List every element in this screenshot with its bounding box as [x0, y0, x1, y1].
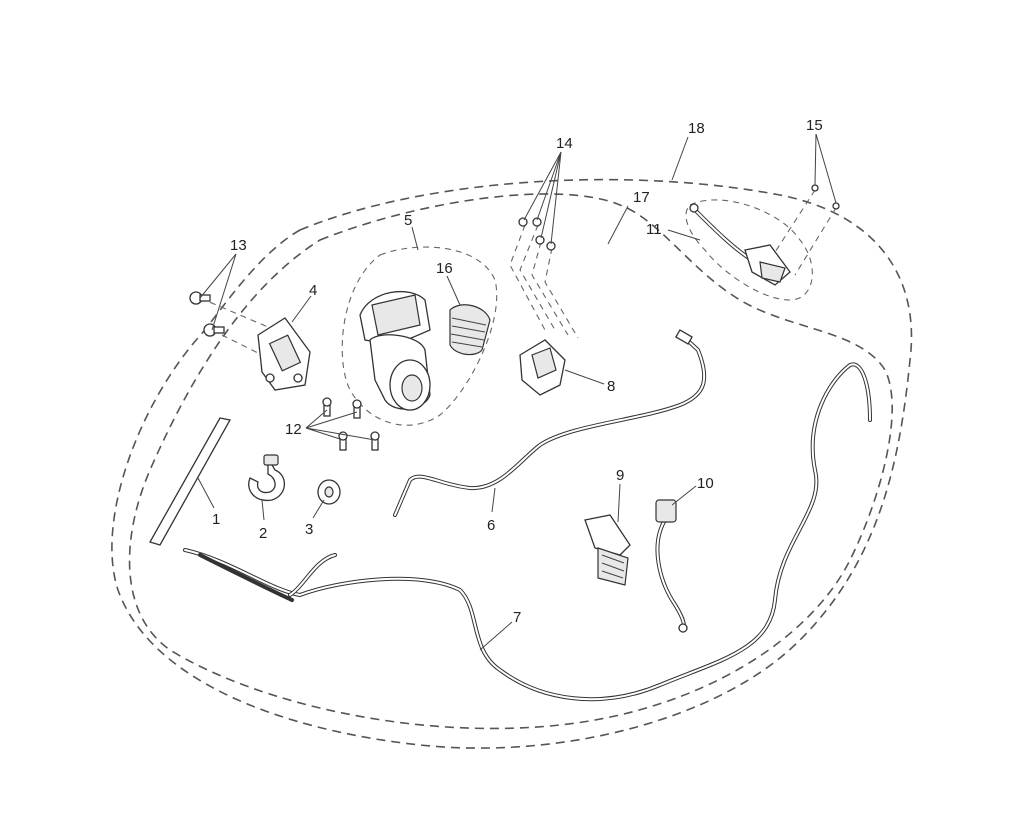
callout-7: 7	[513, 609, 521, 626]
leader-8	[564, 369, 605, 385]
leader-15	[814, 133, 837, 204]
callout-8: 8	[607, 378, 615, 395]
leader-18	[671, 136, 689, 181]
mount-leader-14	[509, 224, 579, 339]
callout-12: 12	[285, 421, 302, 438]
callout-16: 16	[436, 260, 453, 277]
connector-harness	[655, 499, 688, 633]
bolt-14-c	[535, 235, 545, 245]
callout-2: 2	[259, 525, 267, 542]
screw-15-a	[811, 184, 819, 192]
callout-13: 13	[230, 237, 247, 254]
callout-10: 10	[697, 475, 714, 492]
callout-1: 1	[212, 511, 220, 528]
screw-15-b	[832, 202, 840, 210]
leader-1	[197, 477, 215, 509]
winch	[359, 290, 431, 411]
remote-switch	[689, 203, 791, 286]
contactor	[519, 339, 566, 396]
callout-15: 15	[806, 117, 823, 134]
bolt-13-b	[203, 323, 225, 337]
leader-3	[312, 499, 325, 519]
leader-9	[617, 483, 621, 523]
tow-strap	[149, 417, 232, 546]
leader-17	[607, 205, 629, 245]
callout-5: 5	[404, 212, 412, 229]
callout-11: 11	[646, 221, 662, 238]
mount-leader-13	[199, 297, 276, 359]
leader-5	[411, 226, 419, 251]
bolt-13-a	[189, 291, 211, 305]
callout-9: 9	[616, 467, 624, 484]
leader-16	[446, 275, 461, 306]
mount-leader-15	[769, 189, 837, 276]
relay-block	[584, 514, 631, 586]
hook	[248, 454, 286, 502]
wiring-harness	[183, 362, 872, 702]
winch-group-boundary	[341, 246, 498, 426]
leader-14	[523, 151, 562, 245]
leader-7	[479, 621, 513, 651]
callout-6: 6	[487, 517, 495, 534]
leader-4	[291, 295, 312, 323]
leader-11	[667, 229, 701, 241]
callout-17: 17	[633, 189, 650, 206]
leader-12	[305, 409, 376, 441]
leader-2	[261, 499, 265, 521]
callout-14: 14	[556, 135, 573, 152]
bolt-12-d	[370, 431, 380, 451]
kit-boundary-inner	[128, 193, 893, 730]
rope-coil	[449, 304, 491, 356]
callout-18: 18	[688, 120, 705, 137]
fairlead-bracket	[257, 317, 311, 391]
bolt-14-b	[532, 217, 542, 227]
callout-4: 4	[309, 282, 317, 299]
bolt-14-a	[518, 217, 528, 227]
kit-boundary-outer	[111, 178, 913, 749]
bolt-12-b	[352, 399, 362, 419]
bolt-12-a	[322, 397, 332, 417]
leader-6	[491, 487, 496, 513]
callout-3: 3	[305, 521, 313, 538]
leader-13	[199, 253, 237, 331]
leader-10	[671, 485, 697, 506]
washer-hole	[324, 486, 334, 498]
power-cable	[393, 329, 707, 517]
